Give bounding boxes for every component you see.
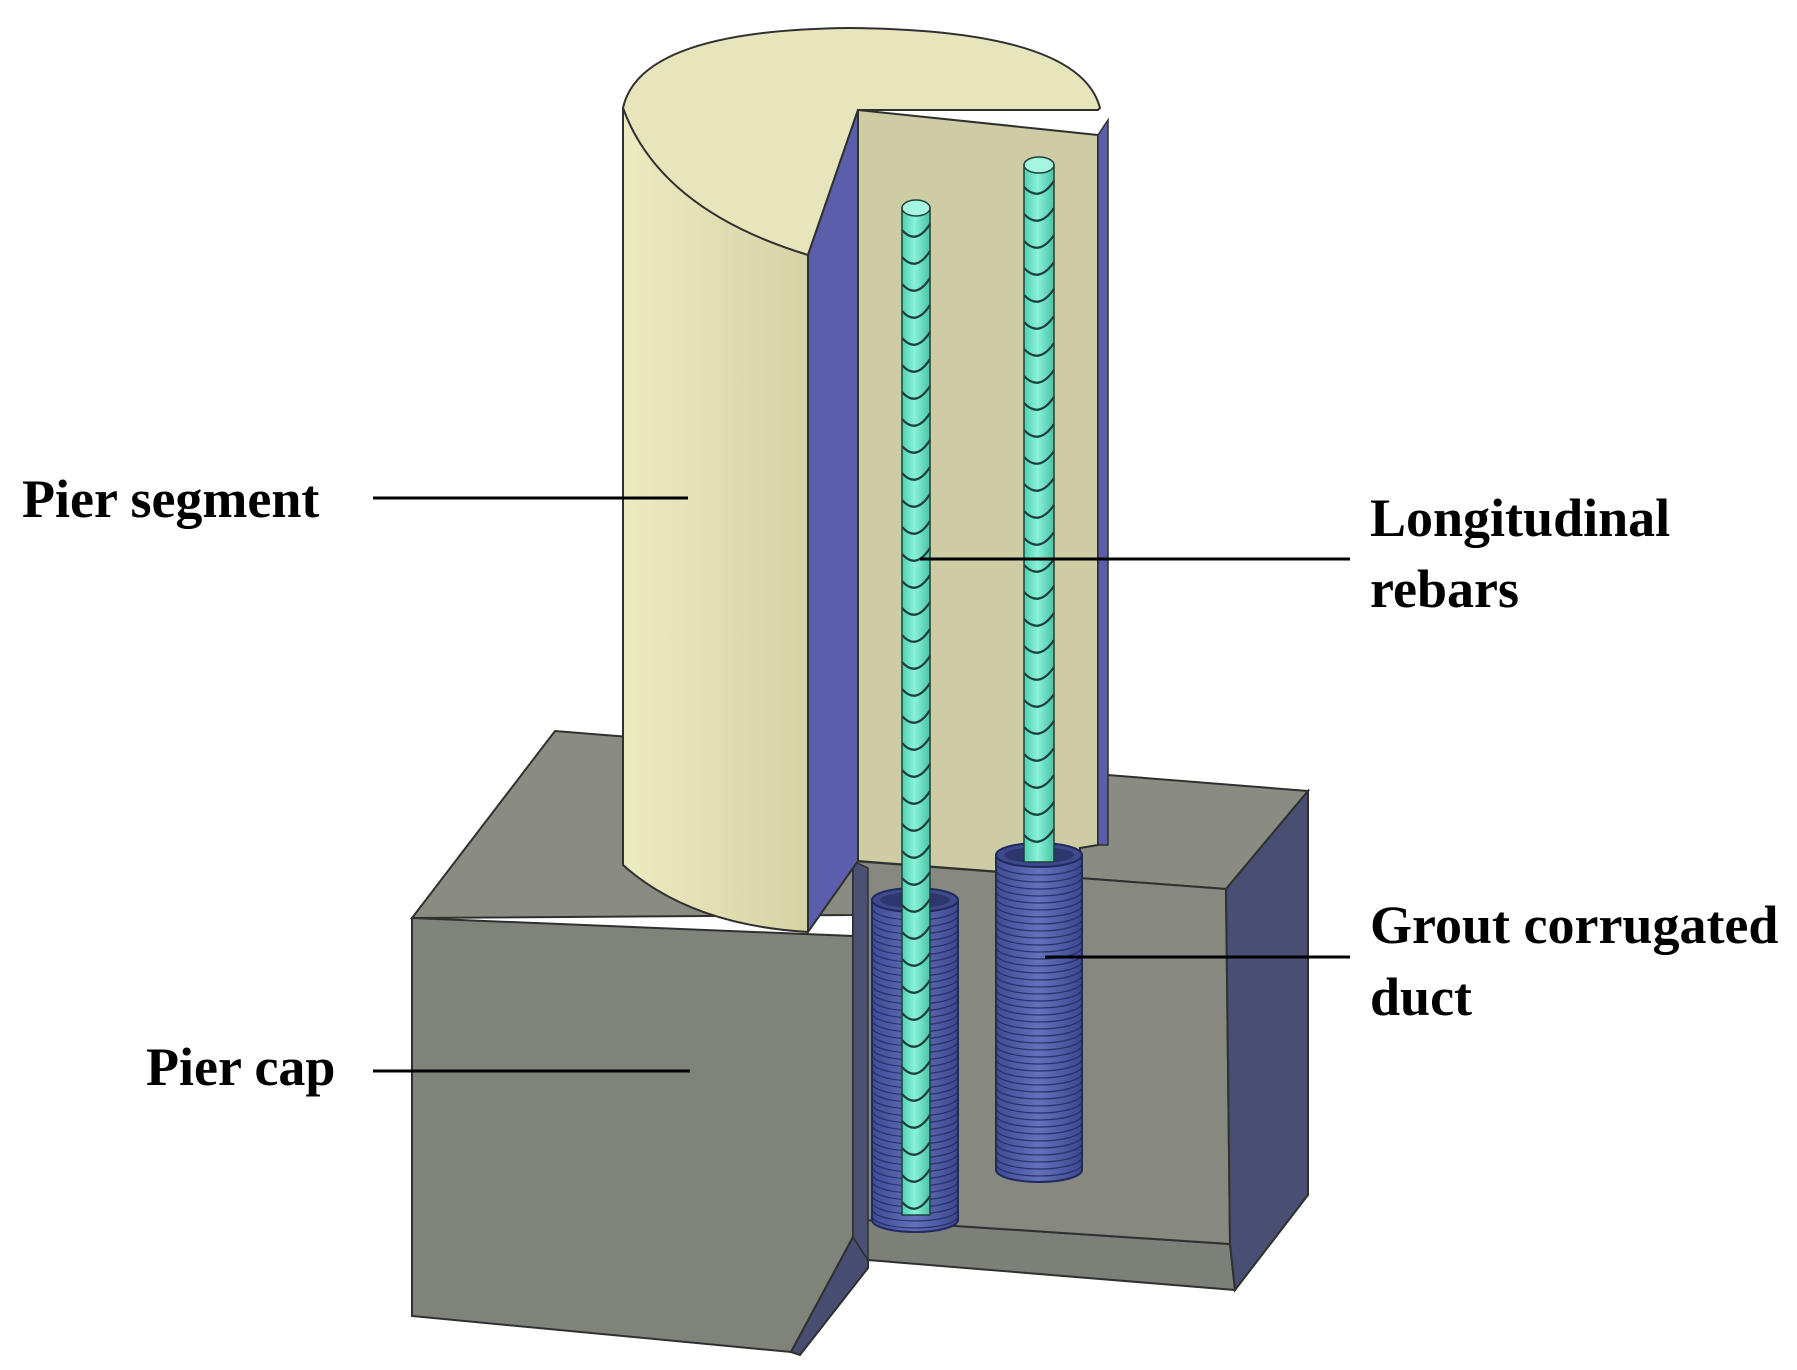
pier-cap-front-face <box>411 916 854 1354</box>
label-pier-cap: Pier cap <box>146 1037 336 1097</box>
pier-segment-top <box>621 26 1102 257</box>
label-pier-segment: Pier segment <box>22 469 320 529</box>
longitudinal-rebar-right <box>1023 156 1055 863</box>
label-longitudinal-rebars-line1: Longitudinal <box>1370 488 1671 548</box>
label-grout-duct-line2: duct <box>1370 967 1473 1027</box>
grout-duct-right <box>995 842 1083 1183</box>
pier-cap-notch-side <box>789 1235 869 1357</box>
leader-lines <box>373 496 1350 1073</box>
pier-segment-cut-face <box>807 109 859 936</box>
pier-cap-notch-cut <box>852 859 869 1263</box>
longitudinal-rebar-left <box>901 199 931 1216</box>
pier-cap-side-face <box>1224 788 1309 1293</box>
label-grout-duct-line1: Grout corrugated <box>1370 895 1779 955</box>
pier-segment-section-face <box>857 108 1099 880</box>
pier-segment-edge-strip <box>1097 117 1109 846</box>
longitudinal-rebars <box>901 156 1055 1216</box>
label-longitudinal-rebars-line2: rebars <box>1370 559 1519 619</box>
